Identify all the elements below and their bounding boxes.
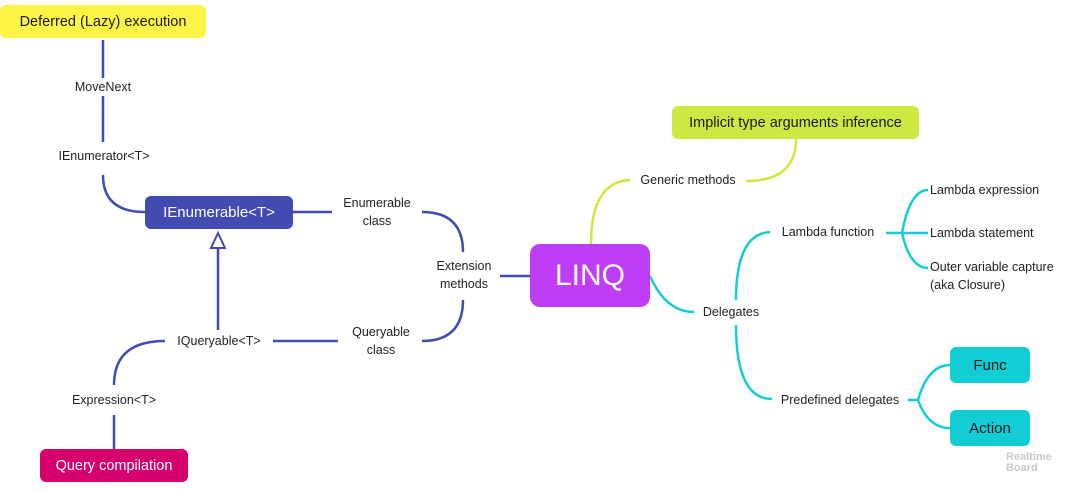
connector-generic-implicit xyxy=(745,138,798,183)
label-extension-methods-line2: methods xyxy=(440,277,488,291)
node-action[interactable]: Action xyxy=(950,410,1030,446)
label-movenext-text: MoveNext xyxy=(74,80,132,94)
connector-linq-delegates xyxy=(648,275,695,314)
label-enumerable-class-line1: Enumerable xyxy=(343,196,411,210)
connector-delegates-lambda xyxy=(734,230,773,301)
watermark-line2: Board xyxy=(1006,462,1038,474)
label-enumerable-class-line2: class xyxy=(362,214,392,228)
watermark-line1: Realtime xyxy=(1006,451,1052,463)
label-ienumerator-text: IEnumerator<T> xyxy=(58,149,150,163)
label-generic-methods[interactable]: Generic methods xyxy=(630,171,746,189)
label-predefined-delegates-text: Predefined delegates xyxy=(780,393,900,407)
label-extension-methods-line1: Extension xyxy=(436,259,492,273)
node-linq[interactable]: LINQ xyxy=(530,244,650,307)
label-iqueryable[interactable]: IQueryable<T> xyxy=(166,332,272,350)
node-linq-text: LINQ xyxy=(554,258,626,292)
label-predefined-delegates[interactable]: Predefined delegates xyxy=(772,391,908,409)
label-extension-methods[interactable]: Extension methods xyxy=(428,257,500,293)
connector-enumerable-extension xyxy=(421,210,465,253)
node-query-compilation-text: Query compilation xyxy=(55,457,173,474)
label-queryable-class-line2: class xyxy=(366,343,396,357)
label-queryable-class-line1: Queryable xyxy=(352,325,410,339)
label-delegates-text: Delegates xyxy=(702,305,760,319)
label-lambda-expression[interactable]: Lambda expression xyxy=(930,181,1040,199)
node-implicit-type-inference-text: Implicit type arguments inference xyxy=(689,114,902,131)
node-ienumerable[interactable]: IEnumerable<T> xyxy=(145,196,293,229)
connector-predefined-func xyxy=(916,363,951,401)
connector-lambda-expression xyxy=(900,188,929,234)
node-func[interactable]: Func xyxy=(950,347,1030,383)
label-ienumerator[interactable]: IEnumerator<T> xyxy=(50,147,158,165)
label-expression[interactable]: Expression<T> xyxy=(60,391,168,409)
label-movenext[interactable]: MoveNext xyxy=(66,78,140,96)
label-generic-methods-text: Generic methods xyxy=(640,173,736,187)
label-lambda-expression-text: Lambda expression xyxy=(930,183,1040,197)
label-outer-variable-capture-line2: (aka Closure) xyxy=(930,278,1006,292)
node-action-text: Action xyxy=(969,419,1011,437)
connector-iqueryable-expression xyxy=(112,339,166,386)
label-iqueryable-text: IQueryable<T> xyxy=(177,334,261,348)
inheritance-arrow-icon xyxy=(209,230,227,249)
realtimeboard-watermark: Realtime Board xyxy=(1006,452,1052,474)
node-deferred-execution[interactable]: Deferred (Lazy) execution xyxy=(0,5,206,38)
label-queryable-class[interactable]: Queryable class xyxy=(340,323,422,359)
connector-ienumerator-curve xyxy=(101,174,146,214)
label-lambda-function[interactable]: Lambda function xyxy=(770,223,886,241)
label-enumerable-class[interactable]: Enumerable class xyxy=(332,194,422,230)
node-ienumerable-text: IEnumerable<T> xyxy=(163,204,275,221)
label-outer-variable-capture[interactable]: Outer variable capture (aka Closure) xyxy=(930,258,1067,294)
label-expression-text: Expression<T> xyxy=(71,393,157,407)
connector-linq-generic xyxy=(589,178,633,245)
connector-lambda-outer xyxy=(900,232,929,270)
label-lambda-statement-text: Lambda statement xyxy=(930,226,1034,240)
node-deferred-execution-text: Deferred (Lazy) execution xyxy=(19,13,187,30)
label-lambda-function-text: Lambda function xyxy=(781,225,875,239)
node-func-text: Func xyxy=(973,356,1007,374)
label-lambda-statement[interactable]: Lambda statement xyxy=(930,224,1034,242)
node-query-compilation[interactable]: Query compilation xyxy=(40,449,188,482)
connector-predefined-action xyxy=(916,399,951,430)
connector-extension-queryable xyxy=(421,299,465,343)
label-delegates[interactable]: Delegates xyxy=(694,303,768,321)
label-outer-variable-capture-line1: Outer variable capture xyxy=(930,260,1054,274)
connector-delegates-predefined xyxy=(734,324,773,401)
node-implicit-type-inference[interactable]: Implicit type arguments inference xyxy=(672,106,919,139)
